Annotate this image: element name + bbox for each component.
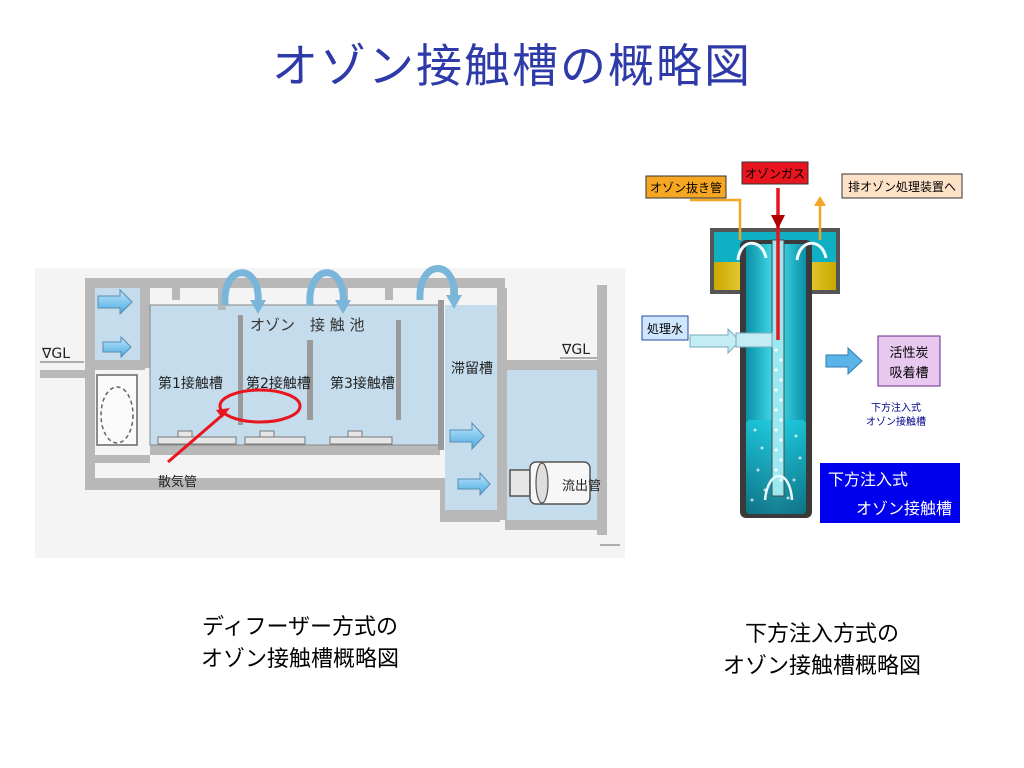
flow-arrows <box>97 288 491 497</box>
gas-arrow-heads <box>250 295 462 314</box>
flow-arrow-retention <box>449 421 485 451</box>
vent-pipe-label: オゾン抜き管 <box>650 180 722 195</box>
right-caption-line2: オゾン接触槽概略図 <box>722 654 921 679</box>
ozone-gas-arrow <box>771 215 785 229</box>
left-caption-line2: オゾン接触槽概略図 <box>200 647 399 672</box>
ozone-pool-label: オゾン 接 触 池 <box>250 316 365 334</box>
right-caption: 下方注入方式の オゾン接触槽概略図 <box>672 619 972 683</box>
exhaust-arrow <box>814 196 826 206</box>
flow-arrow-inlet <box>102 335 132 359</box>
top-curve-arrows <box>736 241 828 261</box>
small-caption-1: 下方注入式 <box>871 401 921 414</box>
bubbles-pipe <box>774 348 783 482</box>
inlet-chamber <box>96 374 138 446</box>
vent-pipe-box <box>645 175 727 199</box>
tank1-label: 第1接触槽 <box>158 375 223 392</box>
gl-label-left: ∇GL <box>41 346 70 362</box>
flow-arrow-outlet <box>457 471 491 497</box>
outflow-arrow <box>825 346 863 376</box>
gl-label-right: ∇GL <box>561 342 590 358</box>
method-box <box>820 463 960 523</box>
highlight-pointer-line <box>167 410 227 464</box>
vent-pipe-line <box>690 198 742 240</box>
right-caption-line1: 下方注入方式の <box>744 622 899 647</box>
bubbles-tank <box>750 428 802 502</box>
retention-label: 滞留槽 <box>451 361 493 377</box>
treated-water-label: 処理水 <box>647 322 683 336</box>
treated-water-inlet <box>735 332 773 348</box>
method-label-2: オゾン接触槽 <box>856 499 952 518</box>
flow-arrow-top-inlet <box>97 288 133 316</box>
method-label-1: 下方注入式 <box>828 470 908 489</box>
gas-arrow-1 <box>221 269 262 306</box>
treated-water-arrow <box>689 327 741 355</box>
gas-arrow-3 <box>416 265 458 301</box>
carbon-box <box>877 335 941 387</box>
highlight-ellipse <box>218 388 302 424</box>
exhaust-label: 排オゾン処理装置へ <box>848 180 956 194</box>
ozone-gas-label: オゾンガス <box>745 167 805 181</box>
outlet-label: 流出管 <box>562 479 601 494</box>
diffuser-label: 散気管 <box>158 474 197 490</box>
bottom-swirl <box>763 474 794 501</box>
diffuser-pipes <box>157 430 393 445</box>
ozone-gas-box <box>741 161 809 185</box>
tank2-label: 第2接触槽 <box>246 375 311 392</box>
small-caption-2: オゾン接触槽 <box>866 415 926 428</box>
injection-diagram: オゾンガス オゾン抜き管 排オゾン処理装置へ 処理水 活性炭 吸着槽 下方注入式… <box>638 158 966 526</box>
page-title: オゾン接触槽の概略図 <box>272 39 752 93</box>
outlet-pipe <box>509 461 591 505</box>
right-ground-line <box>40 357 620 546</box>
treated-water-box <box>641 315 689 341</box>
baffles <box>238 300 444 450</box>
carbon-label-2: 吸着槽 <box>889 365 928 381</box>
exhaust-box <box>841 173 963 199</box>
highlight-pointer-head <box>216 408 230 418</box>
gas-arrow-2 <box>306 269 347 306</box>
tank3-label: 第3接触槽 <box>330 375 395 392</box>
left-caption: ディフーザー方式の オゾン接触槽概略図 <box>150 612 450 676</box>
gas-curve-arrows <box>221 265 458 306</box>
diffuser-diagram: ∇GL ∇GL オゾン 接 触 池 第1接触槽 第2接触槽 第3接触槽 滞留槽 … <box>35 265 625 558</box>
left-caption-line1: ディフーザー方式の <box>201 615 399 640</box>
tank-structure <box>40 278 607 535</box>
carbon-label-1: 活性炭 <box>889 346 928 361</box>
